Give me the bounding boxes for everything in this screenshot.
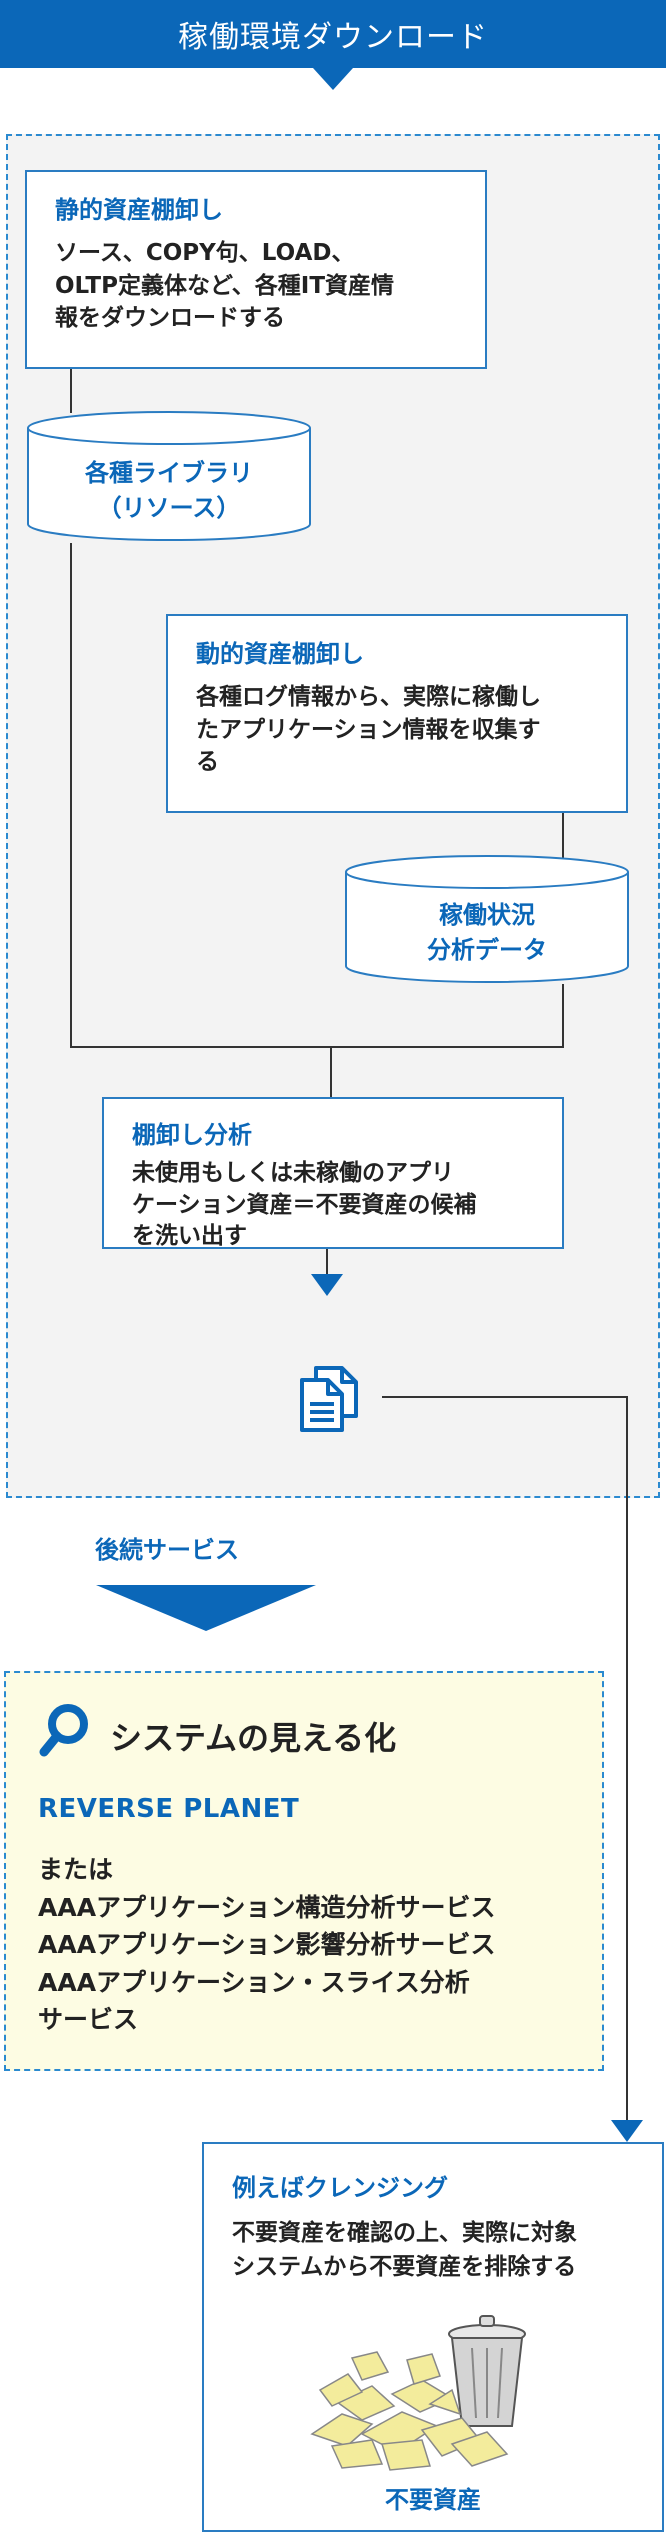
operation-data-label: 稼働状況 分析データ (427, 901, 547, 964)
inventory-analysis-title: 棚卸し分析 (132, 1121, 252, 1149)
static-inventory-desc: ソース、COPY句、LOAD、 OLTP定義体など、各種IT資産情 報をダウンロ… (55, 240, 395, 332)
follow-service-arrow (96, 1585, 316, 1631)
trash-can-icon (310, 2315, 526, 2471)
cleansing-title: 例えばクレンジング (232, 2174, 448, 2202)
follow-service-label: 後続サービス (95, 1536, 239, 1564)
static-inventory-title: 静的資産棚卸し (55, 196, 223, 224)
visualization-box (4, 1671, 604, 2071)
product-name: REVERSE PLANET (38, 1794, 300, 1824)
connector-dynamic-to-data (562, 812, 564, 858)
dynamic-inventory-box: 動的資産棚卸し 各種ログ情報から、実際に稼働し たアプリケーション情報を収集す … (166, 614, 628, 813)
dynamic-inventory-desc: 各種ログ情報から、実際に稼働し たアプリケーション情報を収集す る (196, 684, 541, 776)
cleansing-desc: 不要資産を確認の上、実際に対象 システムから不要資産を排除する (232, 2220, 577, 2281)
arrow-to-document (311, 1274, 343, 1296)
connector-data-down (562, 984, 564, 1048)
connector-library-down (70, 543, 72, 1048)
connector-merge (70, 1046, 564, 1048)
connector-doc-right (382, 1396, 628, 1398)
cleansing-box: 例えばクレンジング 不要資産を確認の上、実際に対象 システムから不要資産を排除す… (202, 2142, 664, 2532)
dynamic-inventory-title: 動的資産棚卸し (196, 640, 364, 668)
header-title: 稼働環境ダウンロード (178, 20, 488, 55)
inventory-analysis-desc: 未使用もしくは未稼働のアプリ ケーション資産＝不要資産の候補 を洗い出す (132, 1160, 477, 1250)
connector-static-to-library (70, 368, 72, 413)
connector-to-analysis (330, 1046, 332, 1098)
header-bar: 稼働環境ダウンロード (0, 0, 666, 68)
visualization-title: システムの見える化 (110, 1719, 397, 1757)
static-inventory-box: 静的資産棚卸し ソース、COPY句、LOAD、 OLTP定義体など、各種IT資産… (25, 170, 487, 369)
header-arrow (313, 68, 353, 90)
connector-right-down (626, 1396, 628, 2120)
library-label: 各種ライブラリ （リソース） (85, 459, 253, 522)
search-icon (39, 1704, 88, 1757)
operation-data-cylinder (345, 855, 629, 983)
arrow-to-cleansing (611, 2120, 643, 2142)
alternative-services: または AAAアプリケーション構造分析サービス AAAアプリケーション影響分析サ… (38, 1855, 496, 2034)
inventory-analysis-box: 棚卸し分析 未使用もしくは未稼働のアプリ ケーション資産＝不要資産の候補 を洗い… (102, 1097, 564, 1249)
connector-analysis-down (326, 1248, 328, 1274)
unneeded-assets-caption: 不要資産 (385, 2486, 481, 2514)
document-icon (300, 1366, 358, 1432)
library-cylinder (27, 411, 311, 541)
